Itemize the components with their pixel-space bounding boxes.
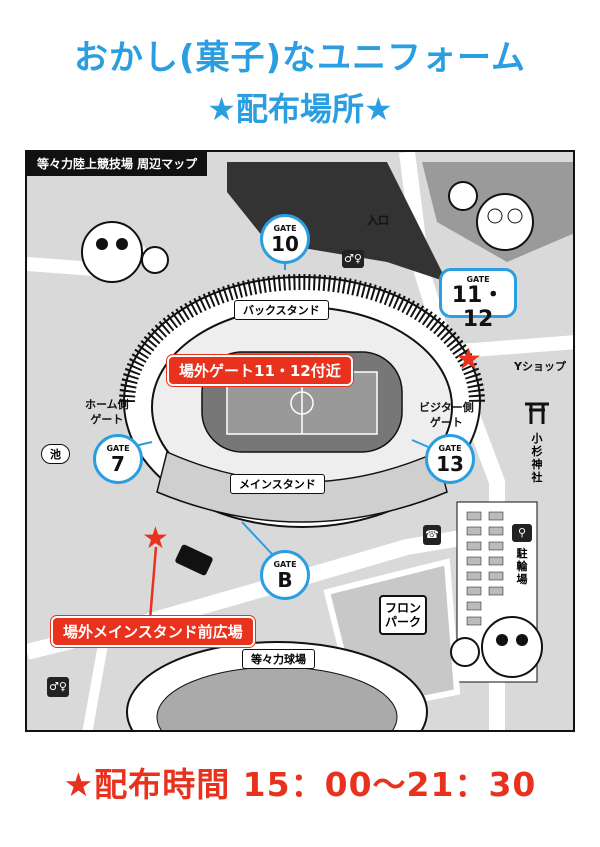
gate-7: GATE 7 (93, 434, 143, 484)
mascot-icon (81, 221, 169, 283)
back-stand-label: バックスタンド (234, 300, 329, 320)
map-title: 等々力陸上競技場 周辺マップ (27, 152, 208, 176)
mascot-icon (450, 616, 543, 678)
parking-label: 駐輪場 (516, 547, 528, 586)
star-marker-gate-11-12: ★ (455, 342, 482, 377)
entrance-label: 入口 (367, 214, 389, 227)
star-marker-main-plaza: ★ (142, 521, 169, 556)
bus-icon (175, 544, 213, 576)
gate-13: GATE 13 (425, 434, 475, 484)
shrine-label: 小杉神社 (531, 432, 543, 484)
gate-b: GATE B (260, 550, 310, 600)
visitor-gate-label: ビジター側 ゲート (419, 401, 474, 429)
area-map: 等々力陸上競技場 周辺マップ バックスタンド メインスタンド 入口 ホーム側 ゲ… (25, 150, 575, 732)
fronpark-label: フロン パーク (379, 595, 428, 635)
page-title: おかし(菓子)なユニフォーム (73, 38, 527, 78)
home-gate-label: ホーム側 ゲート (85, 398, 129, 426)
bicycle-icon: ⚲ (512, 524, 532, 542)
location-main-stand-plaza: 場外メインスタンド前広場 (51, 616, 255, 647)
gate-11-12: GATE 11・12 (439, 268, 517, 332)
y-shop-label: Yショップ (514, 360, 566, 373)
pond-label: 池 (41, 444, 70, 464)
page-subtitle: ★配布場所★ (207, 90, 393, 128)
mascot-icon (448, 181, 534, 251)
baseball-stadium-label: 等々力球場 (242, 649, 315, 669)
gate-10: GATE 10 (260, 214, 310, 264)
location-outside-gate-11-12: 場外ゲート11・12付近 (167, 355, 353, 386)
main-stand-label: メインスタンド (230, 474, 325, 494)
toilet-icon: ♂♀ (47, 677, 69, 697)
shrine-gate-icon (525, 402, 549, 424)
distribution-time: ★配布時間 15：00〜21：30 (63, 765, 537, 804)
toilet-icon: ♂♀ (342, 250, 364, 268)
map-graphics (27, 152, 573, 730)
phone-icon: ☎ (423, 525, 441, 545)
